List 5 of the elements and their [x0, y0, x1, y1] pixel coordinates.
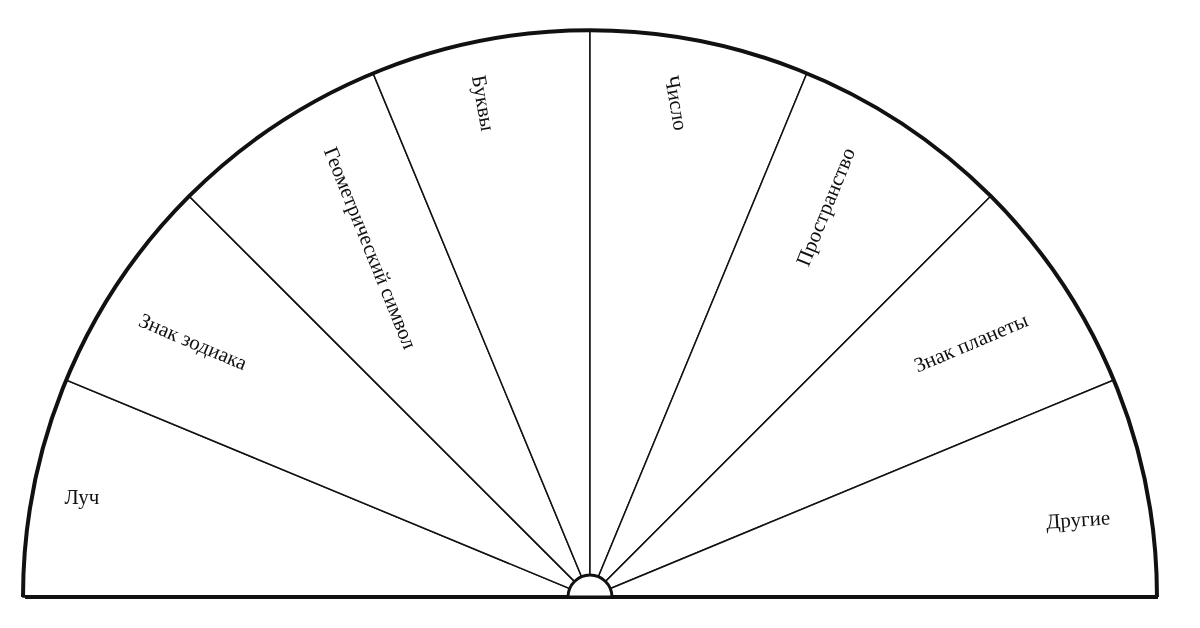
sector-label: Луч [64, 484, 100, 510]
sector-label: Другие [1045, 505, 1111, 535]
sector-label: Буквы [465, 73, 501, 133]
sector-label: Знак зодиака [135, 308, 251, 376]
sector-label: Число [658, 73, 694, 133]
